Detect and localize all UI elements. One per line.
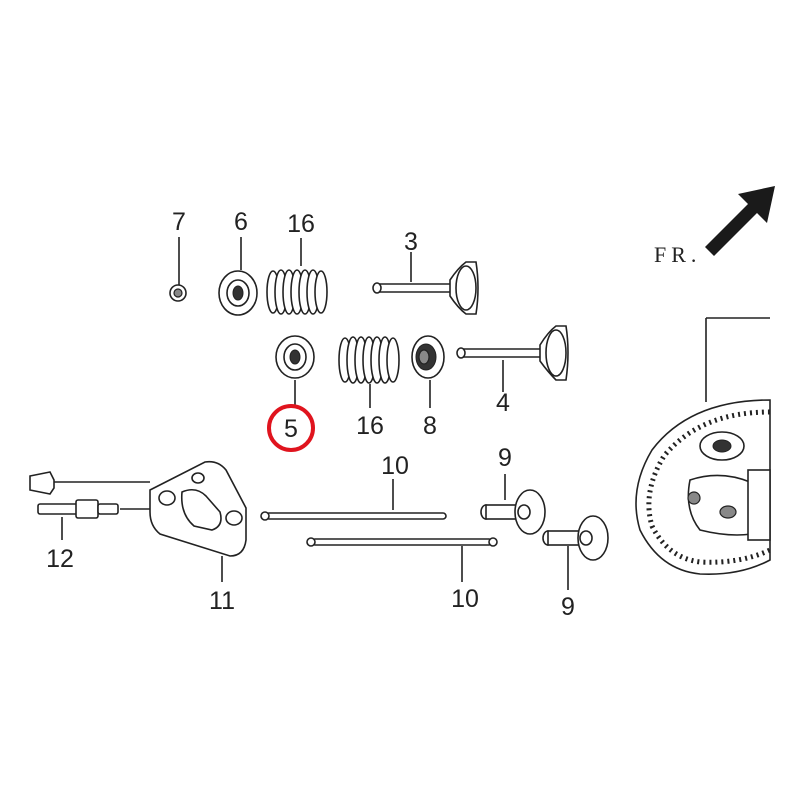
part-9-upper-tappet — [480, 474, 546, 535]
highlight-circle — [267, 404, 315, 452]
part-9-lower-tappet — [542, 515, 609, 590]
part-11-plate — [149, 460, 247, 582]
label-part-4: 4 — [496, 389, 510, 417]
label-part-16-upper: 16 — [287, 210, 315, 238]
label-part-11: 11 — [209, 587, 235, 615]
label-part-16-lower: 16 — [356, 412, 384, 440]
part-4-valve — [456, 325, 569, 392]
part-10-lower-pushrod — [306, 537, 498, 582]
camshaft-gear — [635, 317, 772, 576]
label-part-6: 6 — [234, 208, 248, 236]
part-5-retainer — [275, 335, 315, 408]
part-16-upper-spring — [266, 238, 328, 315]
label-part-5: 5 — [284, 415, 298, 443]
front-direction-label: FR. — [654, 242, 701, 267]
part-7-cotter — [169, 237, 187, 302]
part-3-valve — [372, 252, 479, 315]
part-10-upper-pushrod — [260, 479, 447, 521]
part-16-lower-spring — [338, 336, 400, 408]
label-part-3: 3 — [404, 228, 418, 256]
label-part-7: 7 — [172, 208, 186, 236]
part-6-retainer — [218, 237, 258, 316]
part-8-valve-seal — [411, 335, 445, 408]
arrow-up-right-icon — [705, 186, 775, 256]
label-part-12: 12 — [46, 545, 74, 573]
label-part-9-upper: 9 — [498, 444, 512, 472]
label-part-8: 8 — [423, 412, 437, 440]
label-part-10-upper: 10 — [381, 452, 409, 480]
label-part-10-lower: 10 — [451, 585, 479, 613]
label-part-9-lower: 9 — [561, 593, 575, 621]
part-12-stud-bolts — [29, 471, 150, 540]
